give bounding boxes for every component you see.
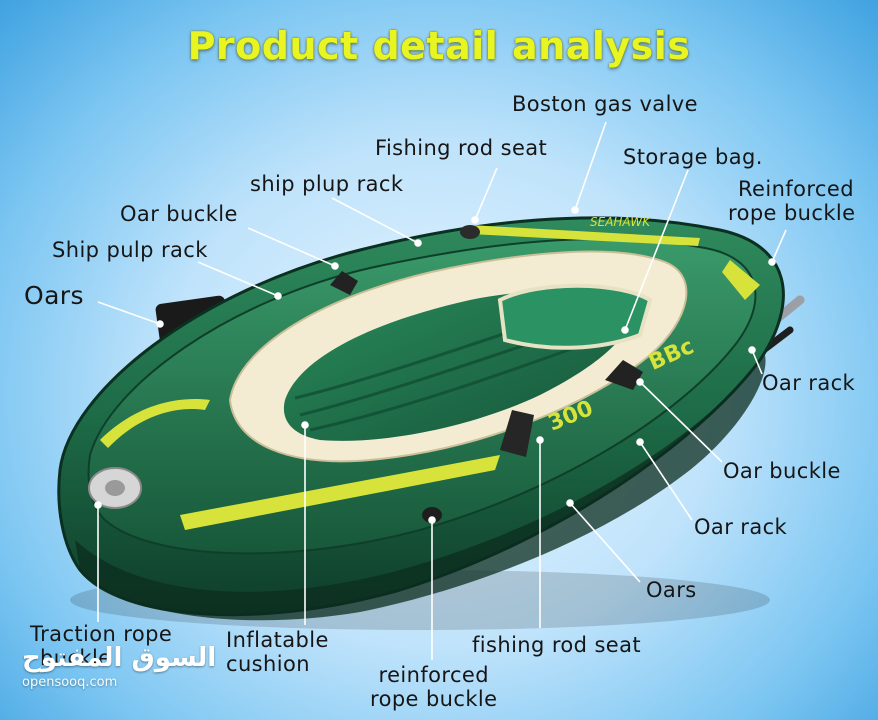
label-reinforced-rope-buckle-right-line1: Reinforced: [738, 177, 854, 201]
oar-buckle-right-shape: [605, 360, 643, 390]
label-traction-rope-buckle: Traction rope buckle: [30, 622, 172, 670]
label-inflatable-cushion-line2: cushion: [226, 652, 310, 677]
label-inflatable-cushion: Inflatable cushion: [226, 628, 329, 676]
yellow-stripe-bow: [100, 399, 210, 448]
label-reinforced-rope-buckle-right-line2: rope buckle: [728, 201, 856, 226]
rope-buckle-bottom-shape: [422, 507, 442, 523]
label-oar-buckle-left: Oar buckle: [120, 202, 238, 226]
label-traction-rope-buckle-line2: buckle: [40, 646, 112, 671]
yellow-stripe-side: [180, 455, 500, 530]
leader-lines: [94, 121, 787, 660]
page-title: Product detail analysis: [187, 24, 691, 68]
oar-buckle-left-shape: [330, 271, 358, 295]
label-fishing-rod-seat-bottom: fishing rod seat: [472, 633, 642, 657]
yellow-stripe-right: [722, 260, 760, 300]
boston-valve-core: [105, 480, 125, 496]
label-oar-buckle-right: Oar buckle: [723, 459, 841, 483]
hull-lower-band: [75, 355, 766, 621]
watermark-latin: opensooq.com: [22, 675, 118, 690]
label-storage-bag: Storage bag.: [623, 145, 763, 169]
label-boston-gas-valve: Boston gas valve: [512, 92, 698, 116]
label-reinforced-rope-buckle-bottom: reinforced rope buckle: [370, 663, 497, 711]
label-reinforced-rope-buckle-bottom-line2: rope buckle: [370, 687, 498, 712]
watermark-arabic: السوق المفتوح: [22, 643, 217, 673]
label-ship-plup-rack: ship plup rack: [250, 172, 404, 196]
label-reinforced-rope-buckle-right: Reinforced rope buckle: [728, 177, 855, 225]
boat-name-print: SEAHAWK: [590, 215, 651, 229]
label-oars-lower: Oars: [646, 578, 697, 602]
label-ship-pulp-rack: Ship pulp rack: [52, 238, 208, 262]
inflatable-cushion-shape: [497, 283, 653, 350]
label-fishing-rod-seat-top: Fishing rod seat: [375, 136, 548, 160]
opensooq-watermark: السوق المفتوح opensooq.com: [22, 645, 216, 690]
label-traction-rope-buckle-line1: Traction rope: [30, 622, 173, 646]
label-oar-rack-lower: Oar rack: [694, 515, 788, 539]
label-inflatable-cushion-line1: Inflatable: [226, 628, 329, 652]
rod-seat-bottom-shape: [500, 410, 534, 457]
label-oar-rack-right: Oar rack: [762, 371, 856, 395]
label-oars-left: Oars: [24, 281, 84, 310]
rod-seat-top-shape: [460, 225, 480, 239]
label-reinforced-rope-buckle-bottom-line1: reinforced: [378, 663, 489, 687]
yellow-stripe-top: [470, 225, 700, 246]
